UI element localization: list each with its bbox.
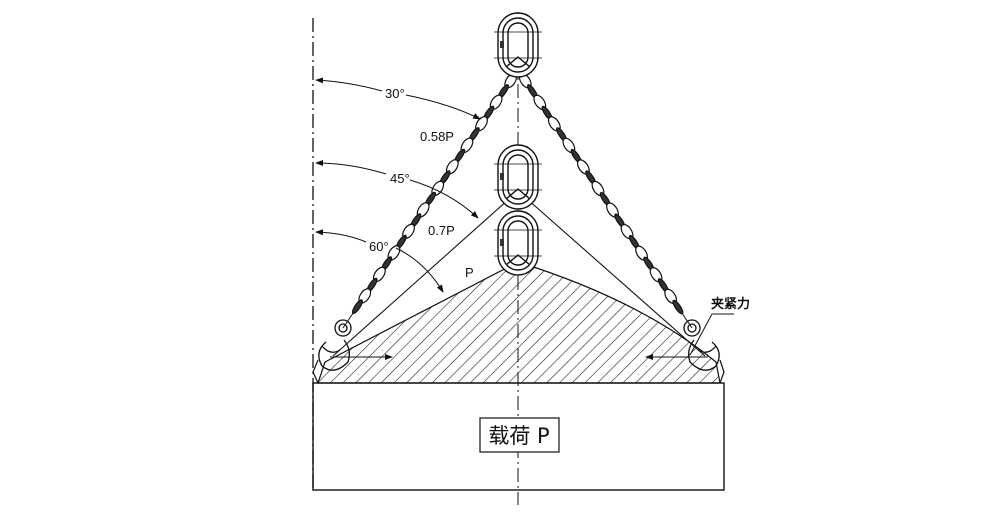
right-hook xyxy=(683,319,720,371)
chains xyxy=(342,69,693,329)
master-rings xyxy=(494,12,542,276)
angle-arc-30 xyxy=(315,77,383,92)
master-ring-lower xyxy=(494,210,542,276)
sling-45-right xyxy=(517,190,706,357)
angle-label-60: 60° xyxy=(369,239,389,254)
chain-link xyxy=(351,299,363,315)
force-label-45: 0.7P xyxy=(428,223,455,238)
clamp-force-label: 夹紧力 xyxy=(711,296,750,312)
sling-45-left xyxy=(332,190,519,357)
angle-label-30: 30° xyxy=(385,86,405,101)
load-label: 载荷 P xyxy=(488,424,549,448)
angle-label-45: 45° xyxy=(390,171,410,186)
load-body xyxy=(312,382,725,491)
master-ring-middle xyxy=(494,144,542,210)
hatched-load-region xyxy=(317,261,721,384)
angle-arc-60 xyxy=(315,229,367,243)
load-label-box xyxy=(479,417,560,453)
clamp-force-leader xyxy=(689,313,734,356)
master-ring-top xyxy=(494,12,542,78)
chain-link xyxy=(672,299,684,315)
force-label-60: P xyxy=(465,265,474,280)
left-hook xyxy=(318,319,352,371)
force-label-30: 0.58P xyxy=(420,129,454,144)
angle-arc-45 xyxy=(315,160,387,175)
